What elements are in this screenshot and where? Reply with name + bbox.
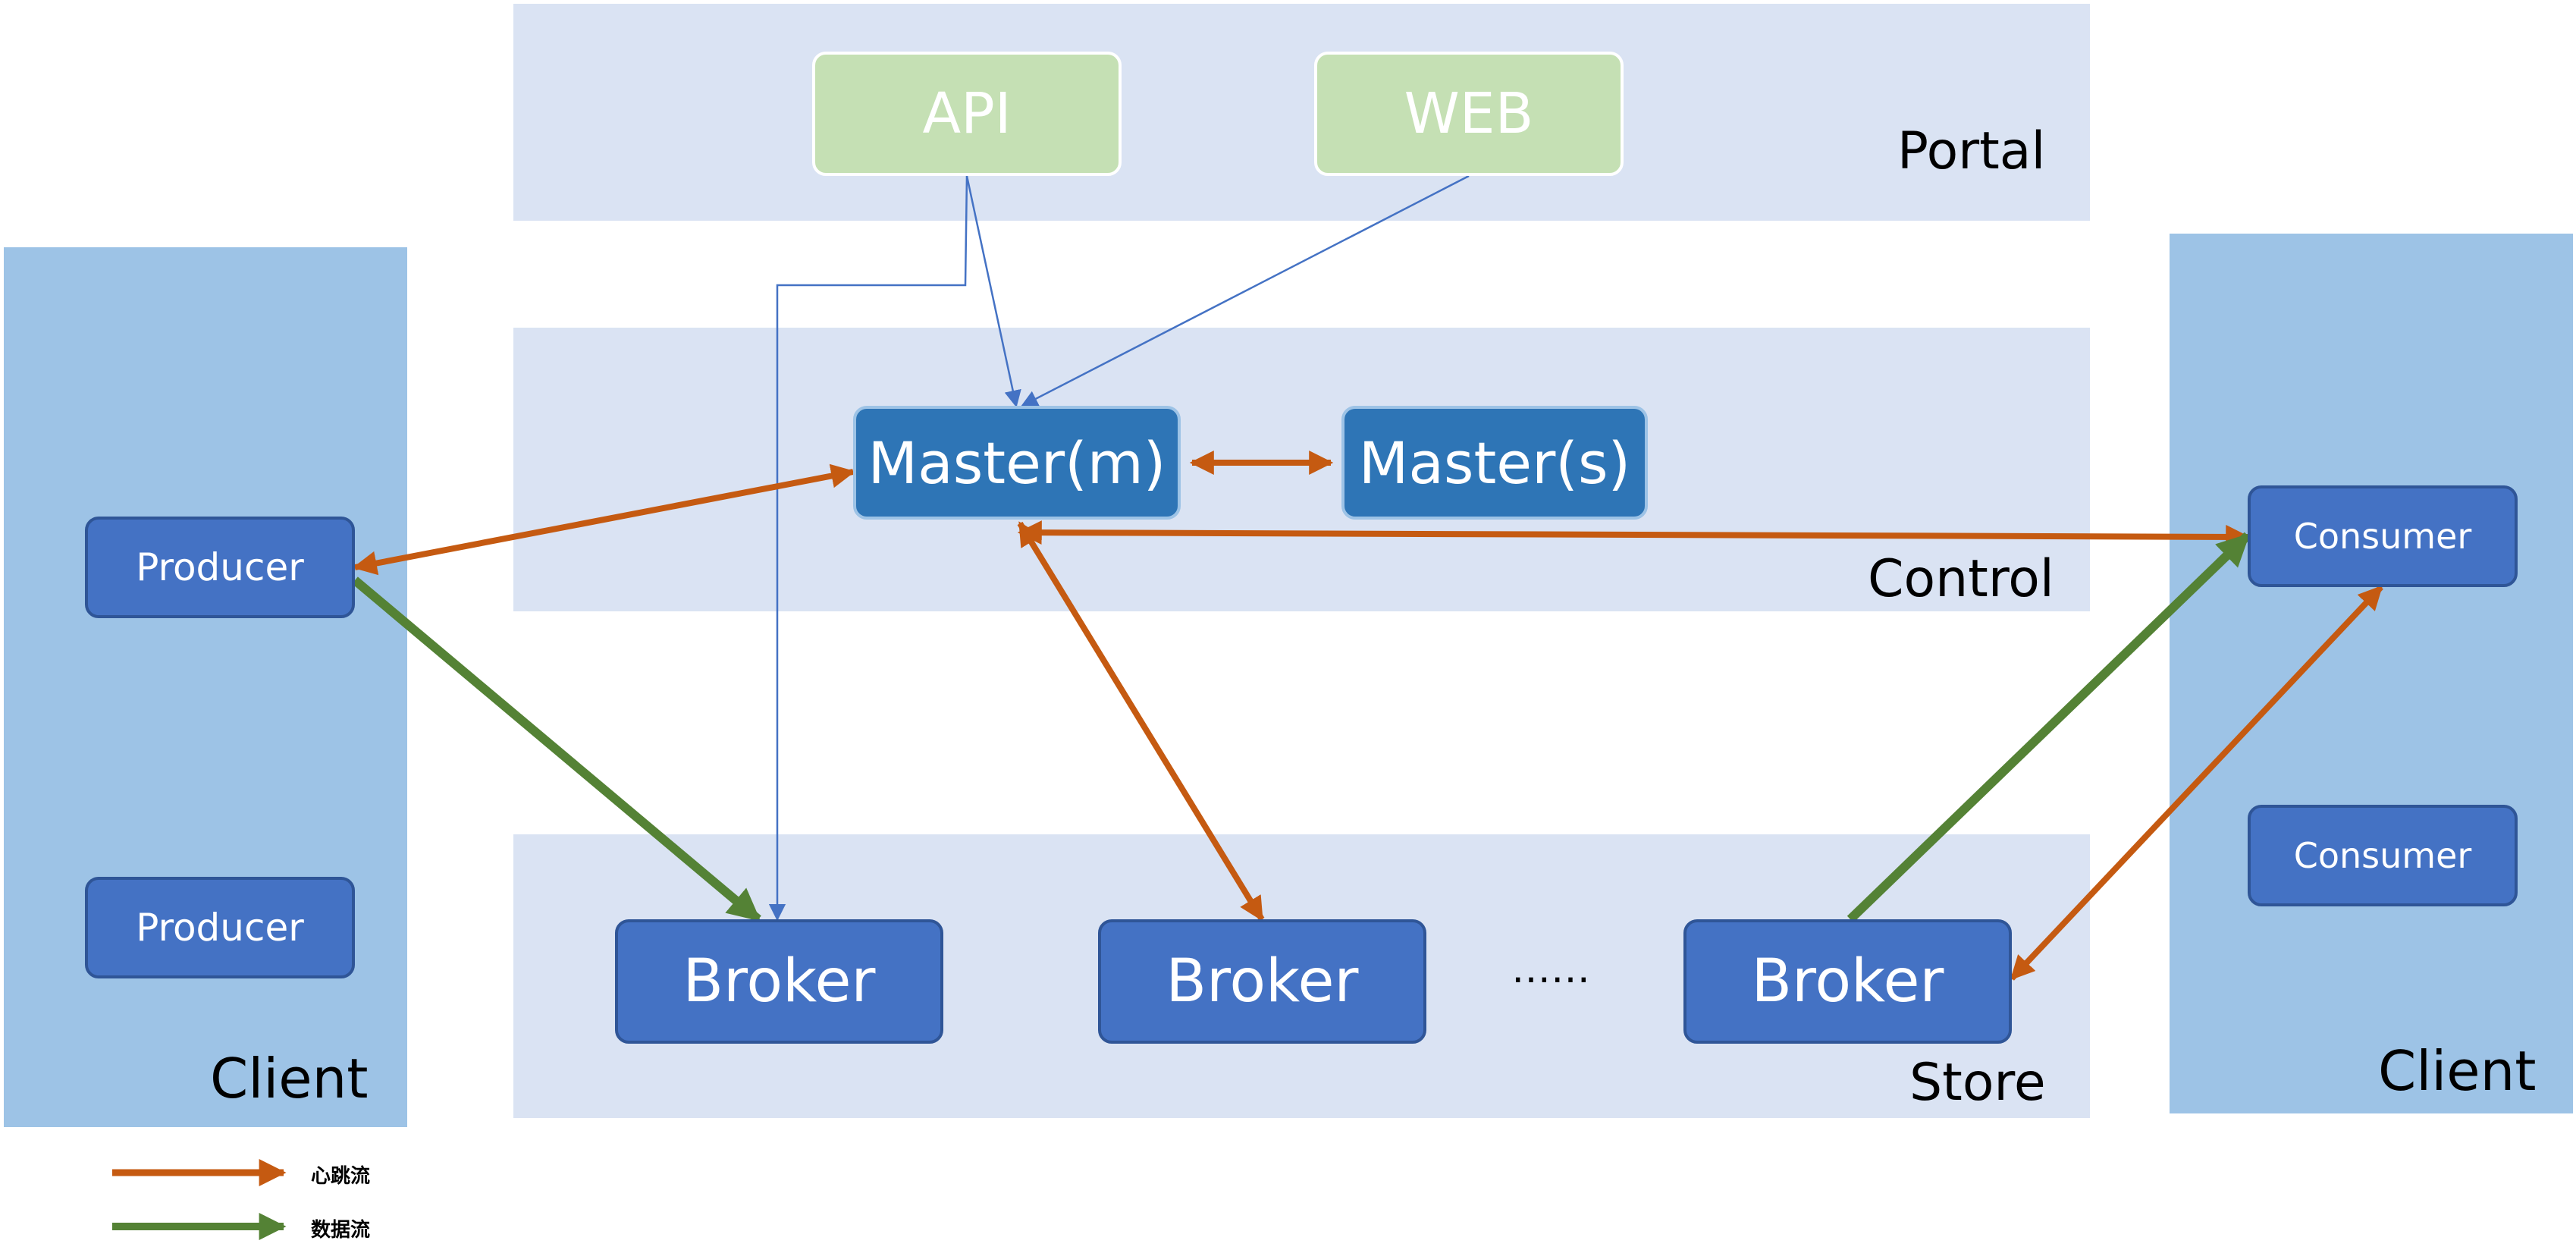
left-client-panel bbox=[4, 247, 407, 1127]
broker-node-2[interactable]: Broker bbox=[1098, 919, 1426, 1044]
broker-ellipsis: …… bbox=[1511, 947, 1590, 992]
legend-heartbeat-label: 心跳流 bbox=[311, 1165, 371, 1188]
heartbeat-broker-consumer bbox=[2010, 585, 2383, 981]
heartbeat-producer-master bbox=[352, 463, 856, 576]
legend-data-label: 数据流 bbox=[311, 1219, 371, 1242]
control-layer-label: Control bbox=[1868, 549, 2054, 609]
web-to-master-link bbox=[1020, 174, 1470, 407]
heartbeat-master-consumer bbox=[1017, 520, 2251, 549]
web-node[interactable]: WEB bbox=[1314, 52, 1624, 176]
left-client-label: Client bbox=[210, 1047, 369, 1110]
heartbeat-master-broker bbox=[1017, 521, 1265, 922]
broker-node-1[interactable]: Broker bbox=[615, 919, 943, 1044]
api-node[interactable]: API bbox=[812, 52, 1122, 176]
portal-layer-label: Portal bbox=[1897, 121, 2046, 181]
producer-node-1[interactable]: Producer bbox=[85, 517, 355, 618]
data-broker-consumer bbox=[1846, 532, 2251, 923]
broker-node-3[interactable]: Broker bbox=[1683, 919, 2012, 1044]
producer-node-2[interactable]: Producer bbox=[85, 877, 355, 978]
data-producer-broker bbox=[352, 576, 761, 923]
api-to-broker-link bbox=[768, 175, 968, 922]
api-to-master-link bbox=[965, 175, 1021, 408]
master-m-node[interactable]: Master(m) bbox=[853, 406, 1181, 520]
right-client-label: Client bbox=[2378, 1039, 2537, 1103]
store-layer-label: Store bbox=[1909, 1053, 2046, 1113]
portal-layer bbox=[513, 4, 2090, 221]
consumer-node-1[interactable]: Consumer bbox=[2248, 485, 2518, 587]
master-s-node[interactable]: Master(s) bbox=[1341, 406, 1648, 520]
consumer-node-2[interactable]: Consumer bbox=[2248, 805, 2518, 906]
